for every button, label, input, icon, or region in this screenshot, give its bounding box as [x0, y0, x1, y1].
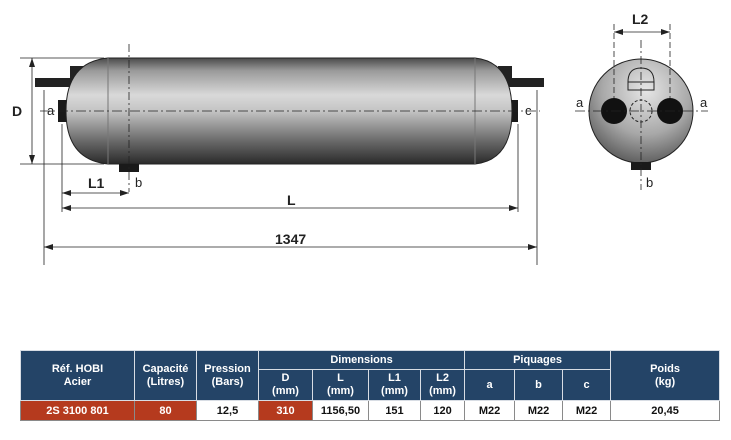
- cell-ref: 2S 3100 801: [20, 400, 135, 421]
- header-capacity: Capacité(Litres): [134, 350, 197, 401]
- table-row: 2S 3100 801 80 12,5 310 1156,50 151 120 …: [20, 400, 721, 421]
- port-a-right-label-end: a: [700, 95, 708, 110]
- header-L2: L2(mm): [419, 369, 466, 401]
- header-D: D(mm): [258, 369, 313, 401]
- port-a-label-side: a: [47, 103, 55, 118]
- cell-L2: 120: [419, 400, 466, 421]
- header-pressure: Pression(Bars): [196, 350, 259, 401]
- tank-side-view: [35, 44, 544, 192]
- header-c: c: [562, 369, 612, 401]
- header-weight: Poids(kg): [610, 350, 721, 401]
- left-top-fitting: [35, 78, 85, 87]
- dim-total-label: 1347: [275, 231, 306, 247]
- technical-drawing: D L1 L 1347 a c b L2 a a b: [12, 11, 708, 265]
- cell-L: 1156,50: [312, 400, 369, 421]
- header-a: a: [464, 369, 516, 401]
- port-c-label-side: c: [525, 103, 532, 118]
- port-b-label-side: b: [135, 175, 142, 190]
- cell-L1: 151: [368, 400, 421, 421]
- header-L1: L1(mm): [368, 369, 421, 401]
- cell-weight: 20,45: [610, 400, 721, 421]
- dim-L-label: L: [287, 192, 296, 208]
- right-top-fitting: [498, 78, 544, 87]
- header-b: b: [514, 369, 564, 401]
- cell-a: M22: [464, 400, 516, 421]
- header-dimensions: Dimensions: [257, 350, 466, 370]
- end-view-bottom-fitting: [631, 162, 651, 170]
- header-piquages: Piquages: [464, 350, 612, 370]
- dim-L1-label: L1: [88, 175, 105, 191]
- tank-end-view: [575, 24, 708, 190]
- cell-c: M22: [562, 400, 612, 421]
- port-b-label-end: b: [646, 175, 653, 190]
- cell-capacity: 80: [134, 400, 197, 421]
- dim-L2-label: L2: [632, 11, 649, 27]
- cell-D: 310: [258, 400, 313, 421]
- header-L: L(mm): [312, 369, 369, 401]
- dim-D-label: D: [12, 103, 22, 119]
- cell-pressure: 12,5: [196, 400, 259, 421]
- table-header-row-2: D(mm) L(mm) L1(mm) L2(mm) a b c: [21, 369, 720, 401]
- cell-b: M22: [514, 400, 564, 421]
- port-a-left-label-end: a: [576, 95, 584, 110]
- side-view-dimensions: [20, 57, 538, 265]
